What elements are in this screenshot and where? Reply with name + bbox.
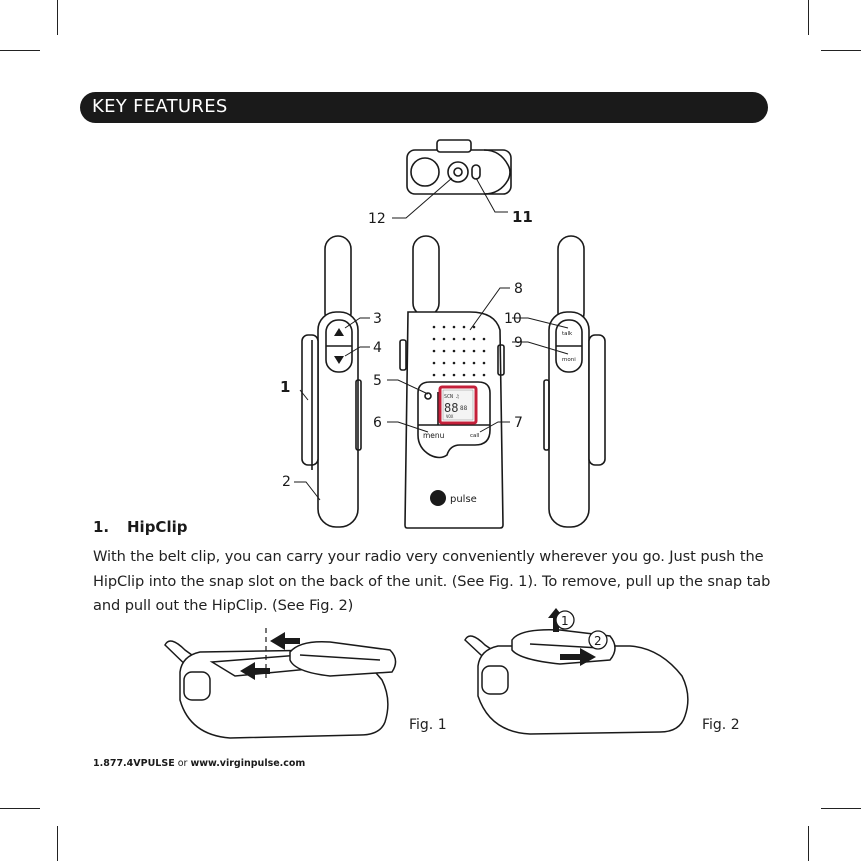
brand-logo-icon (430, 490, 446, 506)
fig1-drawing (164, 640, 397, 739)
callout-6: 6 (373, 415, 382, 431)
lcd-small-digits: 88 (460, 405, 468, 412)
section-title: HipClip (127, 518, 188, 536)
footer-contact: 1.877.4VPULSE or www.virginpulse.com (93, 758, 305, 769)
footer-url[interactable]: www.virginpulse.com (190, 758, 306, 769)
footer-or: or (177, 758, 188, 769)
lcd-digits: 88 (444, 401, 458, 415)
call-button-label: call (470, 433, 480, 439)
right-side-view (543, 235, 606, 528)
callout-8: 8 (514, 281, 523, 297)
crop-mark (0, 50, 40, 51)
callout-5: 5 (373, 373, 382, 389)
fig2-label: Fig. 2 (702, 717, 740, 733)
callout-11: 11 (512, 208, 533, 226)
callout-9: 9 (514, 335, 523, 351)
section-heading: 1. HipClip (93, 517, 187, 537)
top-view (406, 139, 512, 195)
lcd-bottom-text: VOX (446, 414, 454, 419)
callout-2: 2 (282, 474, 291, 490)
moni-button-label: moni (562, 357, 576, 363)
lcd-top-text: SCN ♫ (444, 394, 459, 400)
step-2-badge: 2 (594, 634, 602, 648)
crop-mark (0, 808, 40, 809)
fig2-drawing (464, 628, 689, 735)
callout-12: 12 (368, 211, 386, 227)
brand-label: pulse (450, 494, 477, 505)
crop-mark (57, 826, 58, 861)
fig1-label: Fig. 1 (409, 717, 447, 733)
front-view (399, 235, 505, 529)
callout-10: 10 (504, 311, 522, 327)
callout-1: 1 (280, 378, 290, 396)
crop-mark (821, 50, 861, 51)
crop-mark (57, 0, 58, 35)
crop-mark (808, 826, 809, 861)
callout-3: 3 (373, 311, 382, 327)
pull-out-arrow-icon (560, 648, 596, 666)
lcd-highlight (438, 385, 478, 425)
insert-arrow-icon (240, 662, 270, 680)
speaker-grille (432, 325, 486, 377)
down-arrow-icon (334, 356, 344, 364)
footer-phone: 1.877.4VPULSE (93, 758, 175, 769)
section-header-bar (80, 92, 768, 123)
talk-button-label: talk (562, 331, 573, 337)
up-arrow-icon (334, 328, 344, 336)
callout-7: 7 (514, 415, 523, 431)
push-arrow-icon (270, 632, 300, 650)
section-body: With the belt clip, you can carry your r… (93, 548, 771, 614)
page-title: KEY FEATURES (92, 96, 228, 117)
left-side-view (301, 235, 362, 528)
section-number: 1. (93, 518, 110, 536)
menu-button-label: menu (423, 431, 445, 440)
step-1-badge: 1 (561, 614, 569, 628)
crop-mark (821, 808, 861, 809)
crop-mark (808, 0, 809, 35)
callout-4: 4 (373, 340, 382, 356)
